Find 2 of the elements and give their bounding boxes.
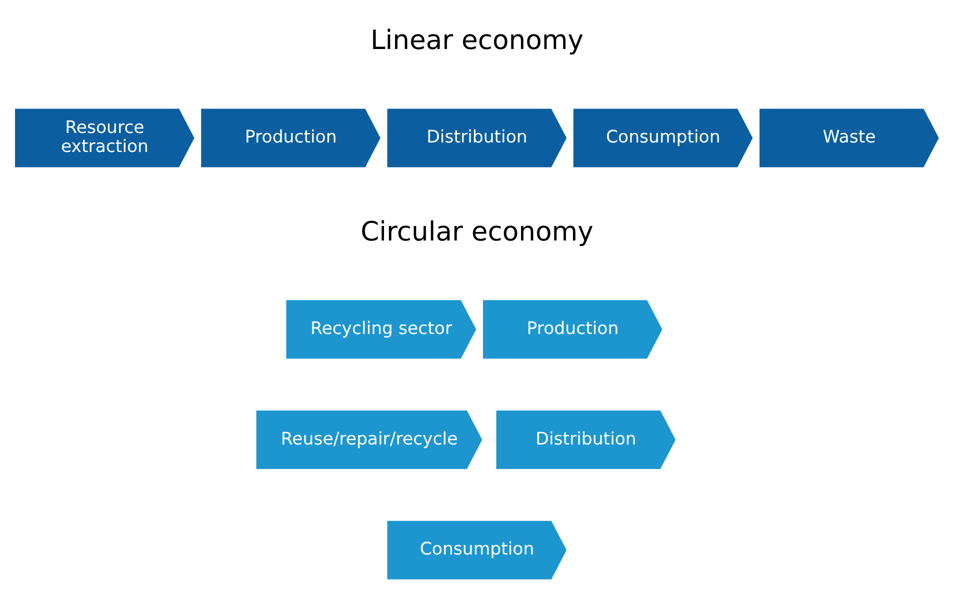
label: Linear economy <box>370 24 584 56</box>
label: Circular economy <box>360 216 594 247</box>
